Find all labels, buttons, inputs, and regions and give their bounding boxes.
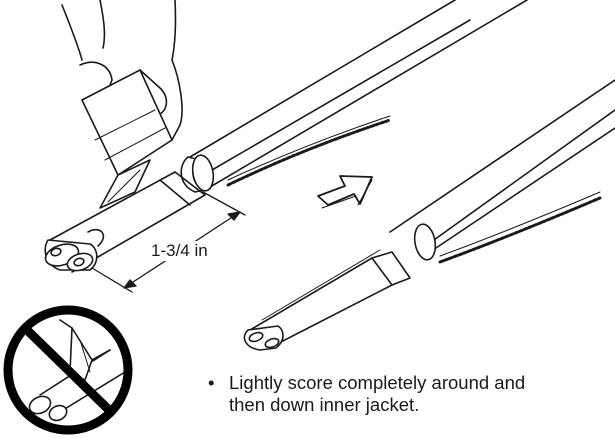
dimension-line <box>91 191 246 293</box>
left-cable-ground-wire <box>226 115 392 187</box>
prohibited-icon <box>3 305 133 435</box>
right-cable-inner-jacket <box>243 249 411 351</box>
prohibited-inset <box>28 319 126 422</box>
instruction-bullet: • <box>208 372 215 393</box>
direction-arrow-icon <box>317 175 373 209</box>
instruction-line-1: Lightly score completely around and <box>229 372 526 393</box>
left-cable-outer-jacket <box>180 0 528 193</box>
instruction-line-2: then down inner jacket. <box>229 394 420 415</box>
left-cable-inner-jacket <box>44 171 206 273</box>
instruction-body: Lightly score completely around and then… <box>229 372 525 416</box>
right-cable-ground-wire <box>438 191 602 264</box>
hand-with-utility-knife <box>61 0 183 209</box>
right-cable-outer-jacket <box>389 79 615 261</box>
dimension-label: 1-3/4 in <box>149 241 210 261</box>
